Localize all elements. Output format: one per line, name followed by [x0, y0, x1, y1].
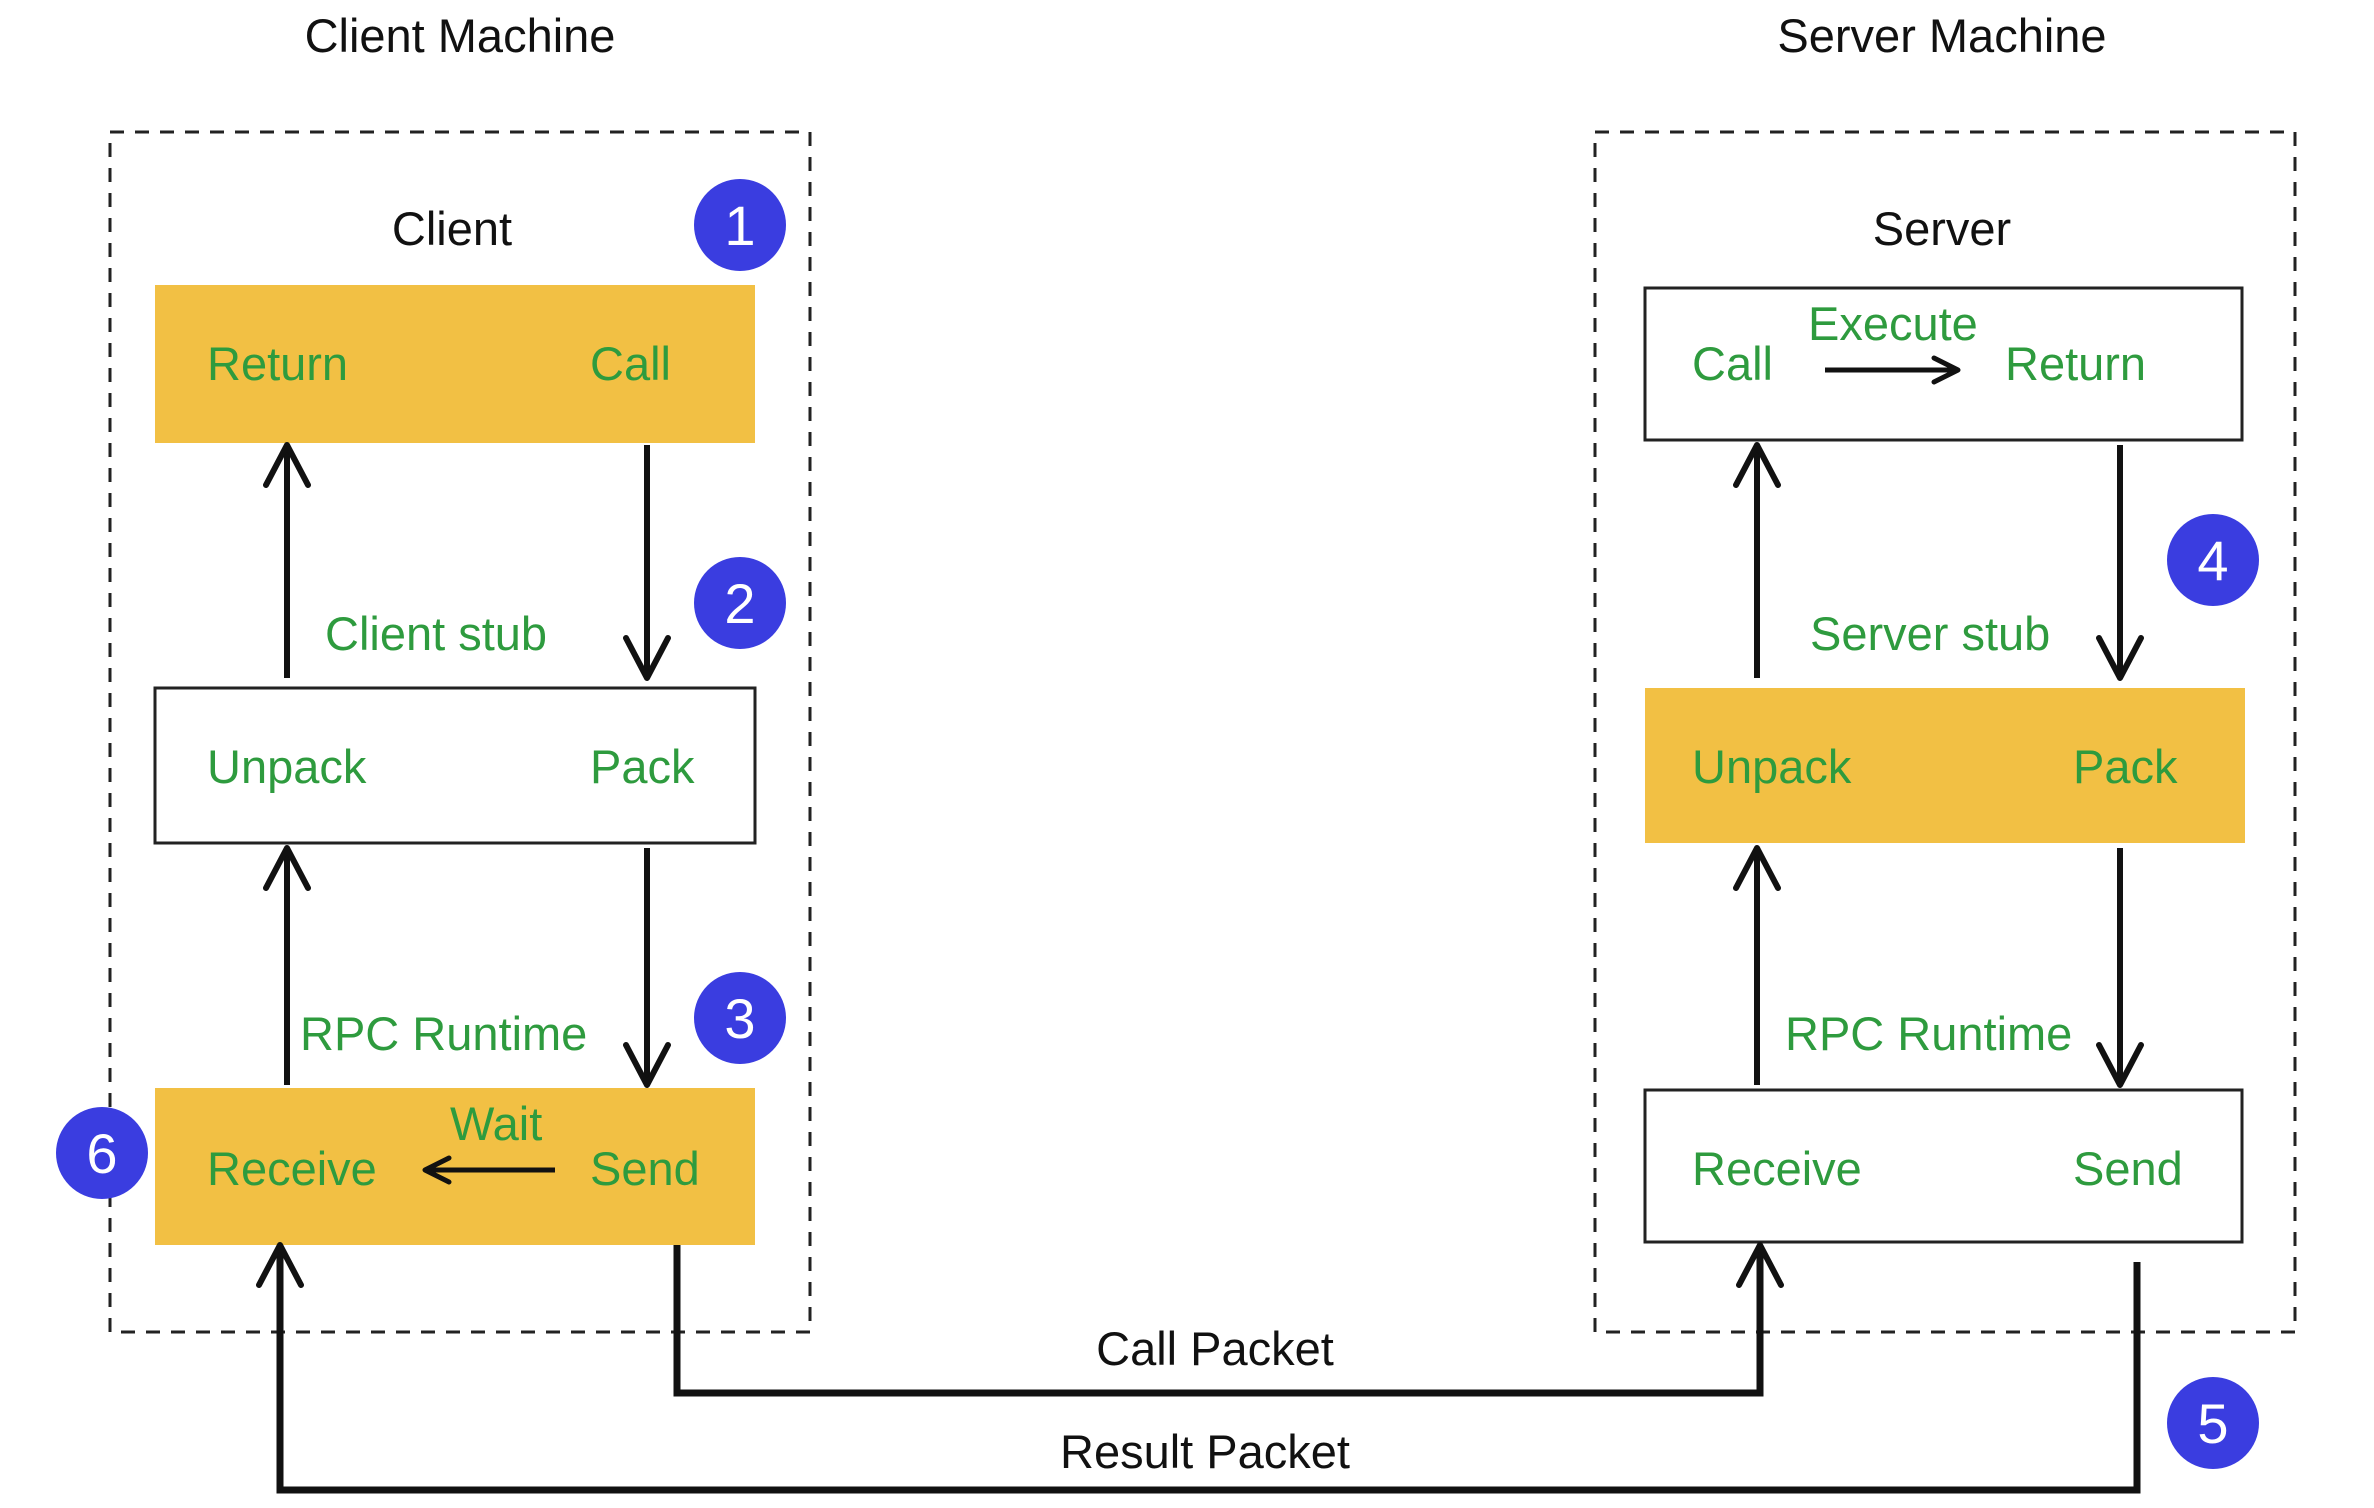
server-send-label: Send	[2073, 1142, 2183, 1195]
result-packet-label: Result Packet	[1060, 1425, 1350, 1478]
client-unpack-label: Unpack	[207, 740, 367, 793]
call-packet-path	[673, 1242, 1784, 1397]
step-1-label: 1	[724, 194, 755, 257]
server-return-label: Return	[2005, 337, 2146, 390]
step-2-label: 2	[724, 572, 755, 635]
client-receive-label: Receive	[207, 1142, 377, 1195]
server-stub-box	[1645, 688, 2245, 843]
step-5-badge: 5	[2167, 1377, 2259, 1469]
server-call-label: Call	[1692, 337, 1773, 390]
result-packet-path	[256, 1242, 2141, 1494]
server-execute-label: Execute	[1808, 297, 1978, 350]
server-pack-label: Pack	[2073, 740, 2178, 793]
server-machine-boundary	[1593, 130, 2297, 1334]
server-unpack-label: Unpack	[1692, 740, 1852, 793]
step-3-badge: 3	[694, 972, 786, 1064]
step-4-badge: 4	[2167, 514, 2259, 606]
client-send-label: Send	[590, 1142, 700, 1195]
step-4-label: 4	[2197, 529, 2228, 592]
server-runtime-label: RPC Runtime	[1785, 1007, 2072, 1060]
server-receive-label: Receive	[1692, 1142, 1862, 1195]
client-return-label: Return	[207, 337, 348, 390]
server-layer-title: Server	[1873, 202, 2011, 255]
client-runtime-label: RPC Runtime	[300, 1007, 587, 1060]
client-runtime-box	[155, 1088, 755, 1245]
client-pack-label: Pack	[590, 740, 695, 793]
server-runtime-box	[1643, 1088, 2244, 1244]
client-wait-label: Wait	[450, 1097, 542, 1150]
server-machine-title: Server Machine	[1777, 9, 2106, 62]
step-3-label: 3	[724, 987, 755, 1050]
client-stub-box	[153, 686, 757, 845]
step-5-label: 5	[2197, 1392, 2228, 1455]
step-6-label: 6	[86, 1122, 117, 1185]
client-machine-title: Client Machine	[305, 9, 616, 62]
step-6-badge: 6	[56, 1107, 148, 1199]
step-1-badge: 1	[694, 179, 786, 271]
call-packet-label: Call Packet	[1096, 1322, 1334, 1375]
client-layer-box	[155, 285, 755, 443]
step-2-badge: 2	[694, 557, 786, 649]
server-stub-label: Server stub	[1810, 607, 2050, 660]
client-machine-boundary	[108, 130, 812, 1334]
client-stub-label: Client stub	[325, 607, 547, 660]
client-call-label: Call	[590, 337, 671, 390]
client-layer-title: Client	[392, 202, 512, 255]
